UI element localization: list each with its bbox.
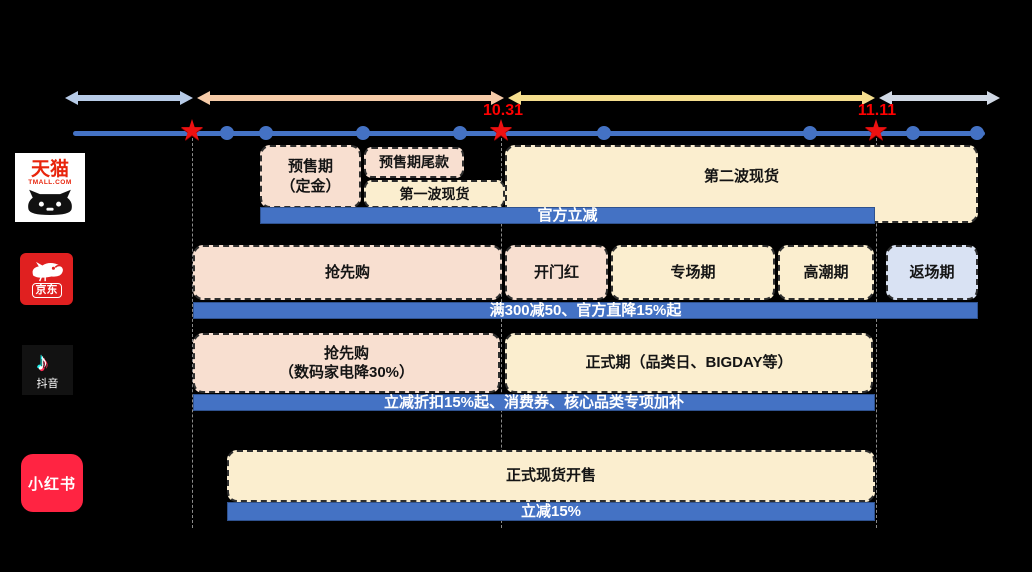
promo-label: 满300减50、官方直降15%起 xyxy=(489,302,682,319)
arrow-right-head-icon xyxy=(491,91,504,105)
douyin-note-icon: ♪ ♪ ♪ xyxy=(35,347,59,377)
arrow-left-head-icon xyxy=(508,91,521,105)
tmall-logo: 天猫 TMALL.COM xyxy=(15,153,85,222)
timeline-dot xyxy=(597,126,611,140)
timeline-dot xyxy=(259,126,273,140)
date-label-1111: 11.11 xyxy=(857,102,897,119)
promo-label: 立减折扣15%起、消费券、核心品类专项加补 xyxy=(383,394,685,411)
jd-period-returns: 返场期 xyxy=(886,245,978,300)
phase-arrow-returns xyxy=(879,91,1000,105)
period-label: 高潮期 xyxy=(803,263,849,281)
douyin-period-rush: 抢先购 （数码家电降30%） xyxy=(193,333,500,393)
period-label: 正式现货开售 xyxy=(505,467,596,485)
period-label: 开门红 xyxy=(533,263,579,281)
jd-period-special: 专场期 xyxy=(611,245,775,300)
tmall-cat-icon xyxy=(28,190,72,216)
arrow-shaft xyxy=(521,95,862,101)
arrow-right-head-icon xyxy=(862,91,875,105)
douyin-logo-text: 抖音 xyxy=(36,377,59,390)
timeline-dot xyxy=(356,126,370,140)
jd-period-climax: 高潮期 xyxy=(778,245,874,300)
arrow-shaft xyxy=(78,95,180,101)
arrow-left-head-icon xyxy=(197,91,210,105)
arrow-shaft xyxy=(210,95,491,101)
jd-dog-icon xyxy=(32,261,64,282)
jd-promo-bar: 满300减50、官方直降15%起 xyxy=(193,302,978,319)
tmall-period-wave1: 第一波现货 xyxy=(364,180,505,208)
timeline-dot xyxy=(453,126,467,140)
xhs-promo-bar: 立减15% xyxy=(227,502,875,521)
period-label: 第二波现货 xyxy=(703,168,779,186)
douyin-logo: ♪ ♪ ♪ 抖音 xyxy=(22,345,73,395)
tmall-logo-subtitle: TMALL.COM xyxy=(28,178,72,186)
note-glyph: ♪ xyxy=(38,350,50,377)
douyin-period-formal: 正式期（品类日、BIGDAY等） xyxy=(505,333,873,393)
arrow-right-head-icon xyxy=(987,91,1000,105)
jd-logo-text: 京东 xyxy=(31,282,62,299)
period-label: 专场期 xyxy=(670,263,716,281)
timeline-line xyxy=(73,131,985,136)
jd-logo: 京东 xyxy=(20,253,73,305)
tmall-period-presale: 预售期 （定金） xyxy=(260,145,361,208)
timeline-dot xyxy=(970,126,984,140)
phase-arrow-presale xyxy=(197,91,504,105)
jd-period-rush: 抢先购 xyxy=(193,245,502,300)
guide-line xyxy=(876,138,877,528)
period-label: （定金） xyxy=(280,177,341,195)
promo-label: 立减15% xyxy=(520,503,582,520)
timeline-dot xyxy=(803,126,817,140)
guide-line xyxy=(501,138,502,528)
arrow-shaft xyxy=(892,95,987,101)
tmall-period-tail-payment: 预售期尾款 xyxy=(364,147,464,178)
douyin-promo-bar: 立减折扣15%起、消费券、核心品类专项加补 xyxy=(193,394,875,411)
guide-line xyxy=(192,138,193,528)
date-label-1031: 10.31 xyxy=(482,102,524,119)
period-label: 预售期 xyxy=(287,158,333,175)
period-label: 预售期尾款 xyxy=(379,154,449,171)
period-label: 正式期（品类日、BIGDAY等） xyxy=(585,354,793,372)
xhs-period-sale: 正式现货开售 xyxy=(227,450,875,502)
phase-arrow-formal xyxy=(508,91,875,105)
note-glyph: ♪ xyxy=(35,347,47,374)
arrow-left-head-icon xyxy=(65,91,78,105)
promo-label: 官方立减 xyxy=(537,207,598,224)
arrow-right-head-icon xyxy=(180,91,193,105)
note-glyph: ♪ xyxy=(36,348,49,376)
xiaohongshu-logo-text: 小红书 xyxy=(27,475,76,493)
timeline-dot xyxy=(906,126,920,140)
tmall-promo-bar: 官方立减 xyxy=(260,207,875,224)
jd-period-opening: 开门红 xyxy=(505,245,608,300)
phase-arrow-preheat xyxy=(65,91,193,105)
period-label: 抢先购 xyxy=(324,263,370,281)
period-label: 第一波现货 xyxy=(399,185,470,202)
period-label: 抢先购 xyxy=(323,344,369,362)
xiaohongshu-logo: 小红书 xyxy=(21,454,83,512)
period-label: （数码家电降30%） xyxy=(278,364,415,381)
period-label: 返场期 xyxy=(909,263,955,281)
arrow-left-head-icon xyxy=(879,91,892,105)
timeline-dot xyxy=(220,126,234,140)
tmall-logo-title: 天猫 xyxy=(30,158,69,180)
